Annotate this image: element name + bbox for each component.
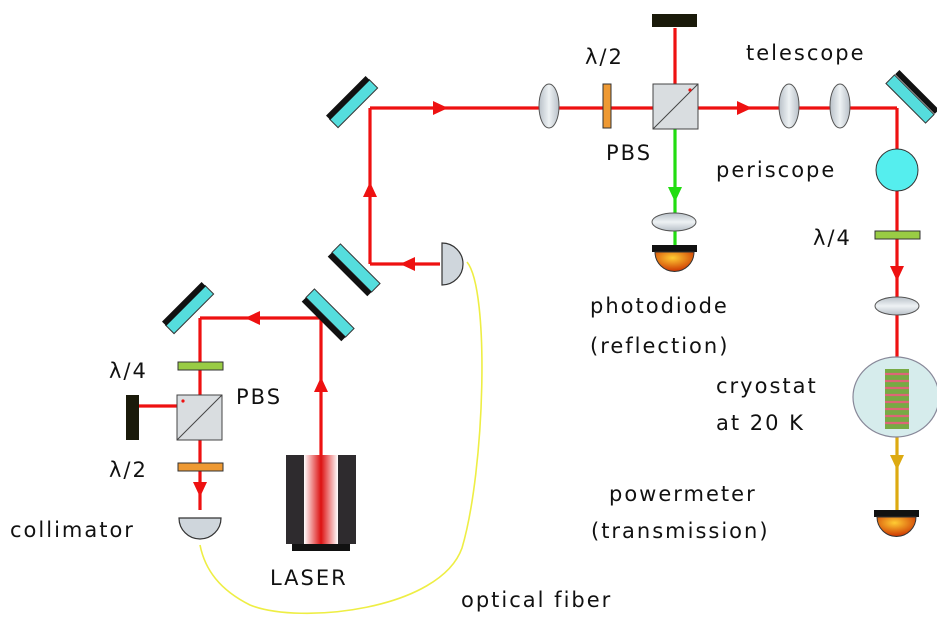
label-photodiode: photodiode	[590, 294, 729, 318]
cryostat-icon	[852, 356, 937, 438]
powermeter-icon	[874, 510, 919, 537]
label-optical-fiber: optical fiber	[461, 588, 612, 612]
mirror-left	[162, 282, 215, 335]
lens-1	[538, 83, 560, 129]
laser-icon	[286, 455, 356, 551]
quarter-waveplate-left	[177, 361, 224, 371]
label-laser: LASER	[270, 566, 348, 590]
arrow-up-2	[363, 182, 377, 197]
pbs-cube-left	[176, 394, 223, 441]
label-pbs-left: PBS	[236, 385, 282, 409]
arrow-left-1	[245, 311, 260, 325]
label-reflection: (reflection)	[590, 334, 729, 358]
photodiode-icon	[652, 245, 697, 272]
fiber-coupler-icon	[441, 242, 464, 286]
label-telescope: telescope	[746, 41, 866, 65]
label-pbs-top: PBS	[606, 141, 652, 165]
label-periscope: periscope	[716, 158, 836, 182]
arrow-right-1	[433, 101, 448, 115]
pbs-cube-top	[652, 83, 699, 130]
label-powermeter: powermeter	[609, 482, 757, 506]
periscope-icon	[875, 148, 919, 192]
label-half-wave-top: λ/2	[585, 45, 624, 69]
beam-arrows	[193, 101, 904, 497]
beam-dump-top	[652, 14, 697, 27]
arrow-left-fiber	[400, 257, 415, 271]
label-quarter-wave-left: λ/4	[109, 359, 148, 383]
lens-telescope-1	[778, 83, 800, 129]
label-half-wave-left: λ/2	[109, 458, 148, 482]
arrow-down-left	[193, 482, 207, 497]
arrow-green-down	[668, 187, 682, 202]
label-temperature: at 20 K	[716, 411, 805, 435]
mirror-top-right	[885, 70, 937, 124]
beam-dump-left	[126, 395, 139, 440]
label-transmission: (transmission)	[591, 519, 770, 543]
arrow-right-2	[737, 101, 752, 115]
label-cryostat: cryostat	[716, 374, 818, 398]
collimator-icon	[178, 517, 222, 540]
lens-photodiode	[651, 212, 697, 232]
lens-cryostat	[874, 296, 920, 316]
mirror-laser	[301, 288, 355, 342]
arrow-laser-up	[314, 377, 328, 392]
lens-telescope-2	[829, 83, 851, 129]
quarter-waveplate-right	[874, 230, 921, 240]
arrow-yellow-down	[890, 455, 904, 470]
half-waveplate-top	[602, 83, 612, 129]
mirror-top-left	[326, 76, 379, 129]
arrow-down-right	[890, 266, 904, 281]
half-waveplate-left	[177, 462, 224, 472]
optical-fiber	[199, 261, 483, 615]
label-quarter-wave-right: λ/4	[813, 226, 852, 250]
mirror-middle	[327, 243, 381, 297]
label-collimator: collimator	[10, 518, 135, 542]
